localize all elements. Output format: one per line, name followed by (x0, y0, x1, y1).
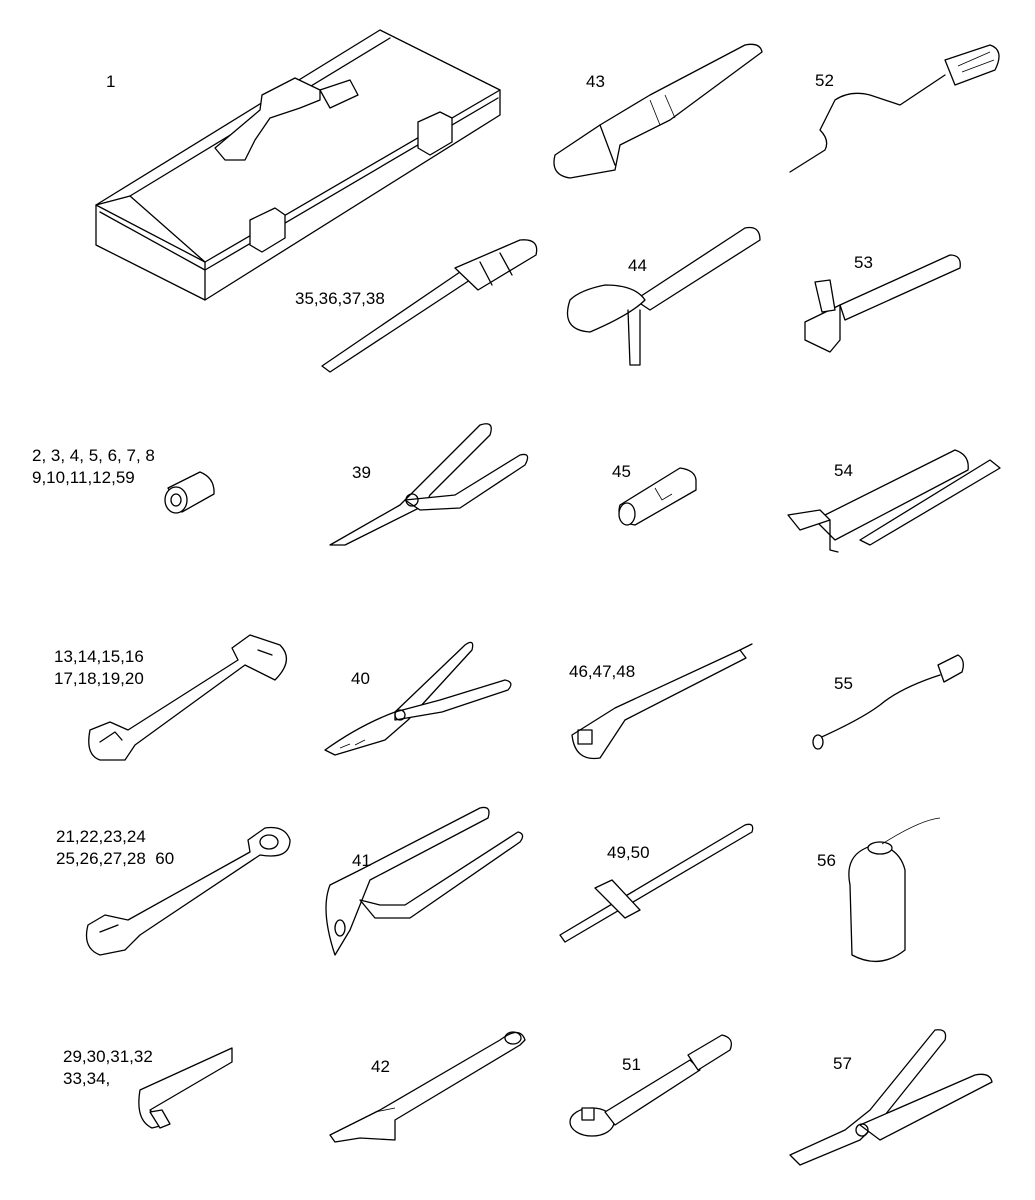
label-hammer: 53 (854, 253, 873, 272)
adjustable-wrench-icon (329, 1031, 526, 1143)
label-grease-gun: 54 (834, 461, 853, 480)
label-speed-brace: 52 (815, 71, 834, 90)
label-pipe-wrench: 43 (586, 72, 605, 91)
label-spark-plug-socket: 45 (612, 462, 631, 481)
label-strap-wrench: 44 (628, 256, 647, 275)
label-slip-joint-pliers: 40 (351, 669, 370, 688)
spark-plug-socket-icon (618, 467, 697, 526)
water-pump-pliers-icon (325, 806, 524, 956)
needle-nose-pliers-icon (329, 423, 529, 546)
flexible-extension-icon (812, 654, 964, 750)
label-flexible-extension: 55 (834, 674, 853, 693)
label-screwdriver: 35,36,37,38 (295, 289, 385, 308)
label-adjustable-wrench: 42 (371, 1057, 390, 1076)
label-extension-bar: 46,47,48 (569, 662, 636, 681)
hammer-icon (804, 254, 961, 353)
strap-wrench-icon (566, 226, 761, 366)
socket-icon (164, 471, 215, 514)
grease-gun-icon (787, 449, 1001, 553)
speed-brace-icon (789, 44, 1000, 173)
t-handle-icon (559, 823, 754, 943)
oil-can-icon (848, 817, 941, 962)
label-circlip-pliers: 57 (833, 1054, 852, 1073)
label-oil-can: 56 (817, 851, 836, 870)
label-needle-nose-pliers: 39 (352, 463, 371, 482)
hex-key-icon (138, 1047, 233, 1129)
combination-wrench-icon (85, 826, 291, 956)
toolbox-icon (95, 29, 501, 301)
pipe-wrench-icon (553, 43, 763, 179)
open-end-wrench-icon (88, 634, 287, 761)
screwdriver-icon (321, 239, 538, 373)
label-ratchet: 51 (622, 1055, 641, 1074)
label-toolbox: 1 (106, 72, 116, 91)
label-t-handle: 49,50 (607, 843, 650, 862)
ratchet-icon (569, 1034, 733, 1137)
circlip-pliers-icon (789, 1029, 993, 1166)
label-water-pump-pliers: 41 (352, 851, 371, 870)
slip-joint-pliers-icon (324, 641, 512, 756)
extension-bar-icon (571, 643, 753, 760)
